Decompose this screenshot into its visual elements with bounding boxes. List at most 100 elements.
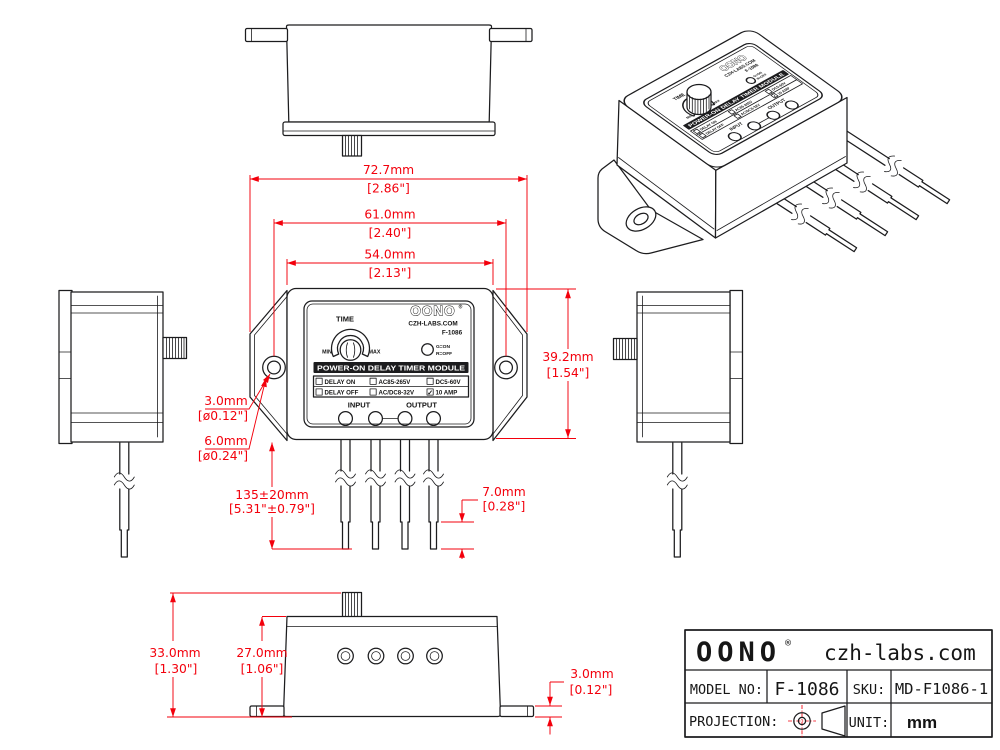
dim-text: 6.0mm	[204, 434, 248, 448]
dim-text: 3.0mm	[570, 667, 614, 681]
view-front: TIME MIN MAX OONO ® CZH-LABS.COM F-1086 …	[249, 287, 528, 550]
model-label: F-1086	[442, 330, 463, 337]
time-label: TIME	[336, 315, 354, 324]
model-no-value: F-1086	[774, 679, 839, 700]
banner-label: POWER-ON DELAY TIMER MODULE	[317, 364, 465, 373]
brand-logo: OONO	[410, 304, 455, 319]
right-view-flange	[729, 289, 744, 445]
unit-value: mm	[907, 713, 937, 732]
option-checkmark: ✓	[427, 388, 433, 397]
dim-text: [2.86"]	[367, 182, 410, 196]
terminal-3	[397, 410, 413, 427]
title-brand: OONO	[696, 637, 781, 668]
iso-hole	[633, 212, 649, 226]
projection-symbol	[788, 705, 846, 737]
bottom-view-wire-holes	[337, 647, 443, 665]
iso-label-outline	[643, 43, 823, 155]
terminal-4	[425, 410, 442, 427]
left-view-body	[70, 291, 164, 443]
left-view-wire	[113, 442, 135, 558]
dim-text: 54.0mm	[364, 248, 415, 262]
top-view-knob	[341, 134, 363, 157]
right-mounting-hole	[498, 360, 514, 375]
bottom-view-flange-left	[249, 705, 285, 718]
led-off-label: R=OFF	[436, 351, 452, 357]
terminal-1	[337, 410, 354, 427]
iso-model-label: F-1086	[743, 63, 760, 73]
front-wire-2	[364, 439, 387, 550]
dim-text: 27.0mm	[236, 646, 287, 660]
iso-option-label: DC5-60V	[771, 82, 788, 92]
dim-text: [1.06"]	[241, 662, 284, 676]
view-top	[244, 24, 533, 157]
right-view-body	[636, 291, 731, 443]
option-label: AC/DC8-32V	[379, 390, 415, 397]
iso-wire-4	[835, 123, 954, 211]
top-view-flange-left	[244, 27, 289, 43]
top-view-body	[285, 24, 493, 123]
dial-knob	[339, 339, 362, 361]
dim-flange-thickness: 3.0mm [0.12"]	[535, 667, 614, 735]
dim-text: [0.28"]	[483, 500, 526, 514]
unit-label: UNIT:	[849, 715, 890, 731]
option-label: 10 AMP	[436, 390, 458, 397]
dim-overall-width: 72.7mm [2.86"]	[249, 163, 528, 332]
sku-value: MD-F1086-1	[895, 680, 988, 698]
bottom-view-body	[282, 615, 502, 718]
iso-option-checkmark: ✓	[771, 94, 778, 99]
checkbox-dc5-60v	[426, 377, 434, 385]
projection-label: PROJECTION:	[689, 714, 778, 730]
iso-max-label: MAX	[712, 99, 722, 105]
checkbox-delay-off	[315, 388, 323, 396]
led-circle	[421, 343, 434, 356]
dim-text: 39.2mm	[542, 350, 593, 364]
iso-banner	[683, 70, 789, 130]
terminals	[337, 410, 442, 427]
options-table: DELAY ON AC85-265V DC5-60V DELAY OFF AC/…	[312, 375, 470, 398]
right-mounting-ear	[492, 289, 528, 442]
left-view-knob	[162, 336, 188, 360]
top-view-flange-right	[488, 27, 533, 43]
dim-text: [5.31"±0.79"]	[229, 502, 315, 516]
option-label: DC5-60V	[436, 379, 462, 386]
iso-led-on-label: G=ON	[752, 71, 764, 78]
iso-box-sides	[616, 96, 848, 239]
option-label: DELAY ON	[325, 379, 356, 386]
model-no-label: MODEL NO:	[690, 682, 763, 698]
top-view-base-rim	[282, 121, 496, 137]
title-block: OONO ® czh-labs.com MODEL NO: F-1086 SKU…	[684, 629, 993, 738]
dim-text: 72.7mm	[363, 163, 414, 177]
iso-input-label: INPUT	[728, 122, 745, 132]
checkbox-ac85-265v	[369, 377, 377, 385]
option-label: DELAY OFF	[325, 390, 359, 397]
checkbox-acdc8-32v	[369, 388, 377, 396]
banner	[313, 362, 469, 373]
dim-hole-diameter: 3.0mm [ø0.12"]	[198, 373, 271, 423]
output-label: OUTPUT	[406, 401, 437, 410]
front-wire-4	[422, 439, 445, 550]
dim-text: [0.12"]	[570, 683, 613, 697]
dim-text: 3.0mm	[204, 394, 248, 408]
left-mounting-hole	[266, 360, 282, 375]
dim-text: [1.30"]	[155, 662, 198, 676]
left-view-flange	[58, 289, 73, 445]
dim-text: [1.54"]	[547, 366, 590, 380]
checkbox-delay-on	[315, 377, 323, 385]
view-isometric: TIME MIN MAX OONO CZH-LABS.COM F-1086 G=…	[597, 30, 954, 259]
terminal-2	[367, 410, 384, 427]
iso-terminal	[784, 100, 799, 110]
dim-body-depth: 27.0mm [1.06"]	[236, 616, 288, 717]
dial-arc	[330, 328, 371, 358]
led-on-label: G=ON	[436, 344, 450, 350]
iso-option-label: 10 AMP	[777, 87, 792, 96]
dim-text: 61.0mm	[364, 208, 415, 222]
front-wire-3	[394, 439, 416, 550]
max-label: MAX	[369, 350, 381, 356]
iso-time-label: TIME	[672, 92, 688, 102]
option-label: AC85-265V	[379, 379, 412, 386]
site-label: CZH-LABS.COM	[408, 321, 457, 328]
dim-text: [ø0.12"]	[198, 409, 248, 423]
iso-terminal	[727, 132, 742, 142]
view-side-right	[612, 289, 744, 558]
